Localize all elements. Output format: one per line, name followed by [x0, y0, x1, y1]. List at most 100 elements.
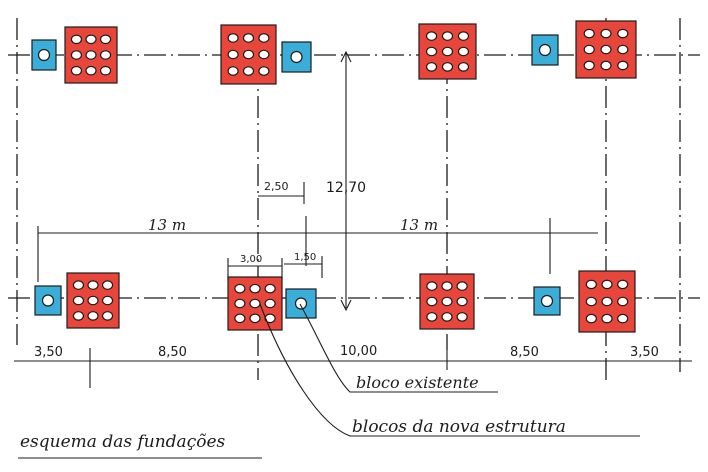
pile-hole-icon — [227, 49, 239, 60]
pile-hole-icon — [457, 46, 470, 57]
pile-hole-icon — [85, 65, 97, 76]
pile-hole-icon — [585, 313, 597, 324]
pile-hole-icon — [101, 311, 114, 321]
new-block-top-1 — [64, 26, 118, 84]
dim-block-width: 3,00 — [240, 254, 262, 265]
pile-hole-icon — [99, 65, 112, 76]
pile-hole-icon — [425, 31, 438, 41]
pile-hole-icon — [617, 44, 629, 55]
pile-hole-icon — [294, 297, 308, 310]
pile-hole-icon — [426, 312, 438, 322]
pile-hole-icon — [600, 44, 612, 55]
pile-hole-icon — [70, 34, 83, 45]
pile-hole-icon — [258, 49, 270, 60]
new-block-bottom-2 — [227, 276, 283, 331]
pile-hole-icon — [99, 50, 112, 60]
drawing-title: esquema das fundações — [20, 432, 226, 452]
label-new-blocks: blocos da nova estrutura — [352, 417, 566, 437]
pile-hole-icon — [72, 280, 85, 290]
leader-new — [259, 303, 640, 437]
new-block-top-4 — [575, 20, 637, 79]
pile-hole-icon — [99, 34, 112, 45]
pile-hole-icon — [258, 33, 270, 43]
pile-hole-icon — [242, 33, 255, 43]
dim-span-right: 13 m — [400, 216, 438, 234]
pile-hole-icon — [85, 34, 97, 45]
pile-hole-icon — [242, 49, 255, 60]
pile-hole-icon — [441, 46, 454, 57]
existing-block-top-1 — [31, 39, 57, 71]
foundation-blocks — [31, 20, 637, 333]
pile-hole-icon — [456, 296, 468, 307]
pile-hole-icon — [70, 65, 83, 76]
pile-hole-icon — [617, 60, 629, 71]
dim-vertical: 12,70 — [326, 180, 366, 196]
pile-hole-icon — [585, 279, 597, 290]
dim-bottom-4: 8,50 — [510, 345, 539, 360]
pile-hole-icon — [70, 50, 83, 60]
existing-block-bottom-3 — [533, 286, 561, 316]
pile-hole-icon — [583, 44, 595, 55]
dim-offset-top: 2,50 — [264, 180, 289, 193]
pile-hole-icon — [441, 312, 453, 322]
pile-hole-icon — [41, 294, 55, 307]
pile-hole-icon — [87, 280, 99, 290]
pile-hole-icon — [234, 298, 246, 309]
new-block-bottom-1 — [66, 272, 120, 329]
pile-hole-icon — [72, 311, 85, 321]
pile-hole-icon — [617, 279, 629, 290]
pile-hole-icon — [617, 313, 629, 324]
pile-hole-icon — [242, 66, 255, 76]
pile-hole-icon — [583, 28, 595, 39]
pile-hole-icon — [425, 46, 438, 57]
pile-hole-icon — [234, 313, 246, 324]
pile-hole-icon — [258, 66, 270, 76]
pile-hole-icon — [540, 294, 554, 308]
pile-hole-icon — [600, 28, 612, 39]
dim-bottom-5: 3,50 — [630, 345, 659, 360]
axis-lines — [8, 18, 700, 380]
pile-hole-icon — [290, 50, 303, 64]
pile-hole-icon — [441, 281, 453, 291]
pile-hole-icon — [249, 283, 261, 294]
pile-hole-icon — [87, 295, 99, 306]
pile-hole-icon — [601, 313, 613, 324]
pile-hole-icon — [441, 296, 453, 307]
pile-hole-icon — [72, 295, 85, 306]
dim-bottom-2: 8,50 — [158, 345, 187, 360]
pile-hole-icon — [249, 298, 261, 309]
new-block-bottom-3 — [419, 273, 475, 330]
pile-hole-icon — [37, 48, 51, 62]
pile-hole-icon — [601, 296, 613, 307]
pile-hole-icon — [441, 62, 454, 72]
pile-hole-icon — [227, 33, 239, 43]
dim-bottom-3: 10,00 — [340, 344, 377, 359]
pile-hole-icon — [426, 296, 438, 307]
pile-hole-icon — [85, 50, 97, 60]
pile-hole-icon — [617, 28, 629, 39]
dim-bottom-1: 3,50 — [34, 345, 63, 360]
pile-hole-icon — [264, 298, 276, 309]
label-existing-block: bloco existente — [356, 373, 479, 392]
pile-hole-icon — [425, 62, 438, 72]
new-block-top-2 — [220, 24, 277, 85]
pile-hole-icon — [457, 62, 470, 72]
pile-hole-icon — [234, 283, 246, 294]
pile-hole-icon — [87, 311, 99, 321]
leader-existing — [299, 303, 498, 393]
dim-arrow-up — [340, 50, 352, 63]
pile-hole-icon — [264, 283, 276, 294]
dimension-labels: 13 m 13 m 12,70 2,50 3,00 1,50 3,50 8,50… — [34, 180, 659, 360]
pile-hole-icon — [601, 279, 613, 290]
pile-hole-icon — [456, 312, 468, 322]
pile-hole-icon — [101, 295, 114, 306]
existing-block-bottom-1 — [34, 285, 62, 316]
existing-block-bottom-2 — [285, 288, 317, 319]
pile-hole-icon — [456, 281, 468, 291]
pile-hole-icon — [538, 43, 552, 57]
pile-hole-icon — [426, 281, 438, 291]
pile-hole-icon — [441, 31, 454, 41]
pile-hole-icon — [585, 296, 597, 307]
dim-arrow-down — [340, 299, 352, 312]
